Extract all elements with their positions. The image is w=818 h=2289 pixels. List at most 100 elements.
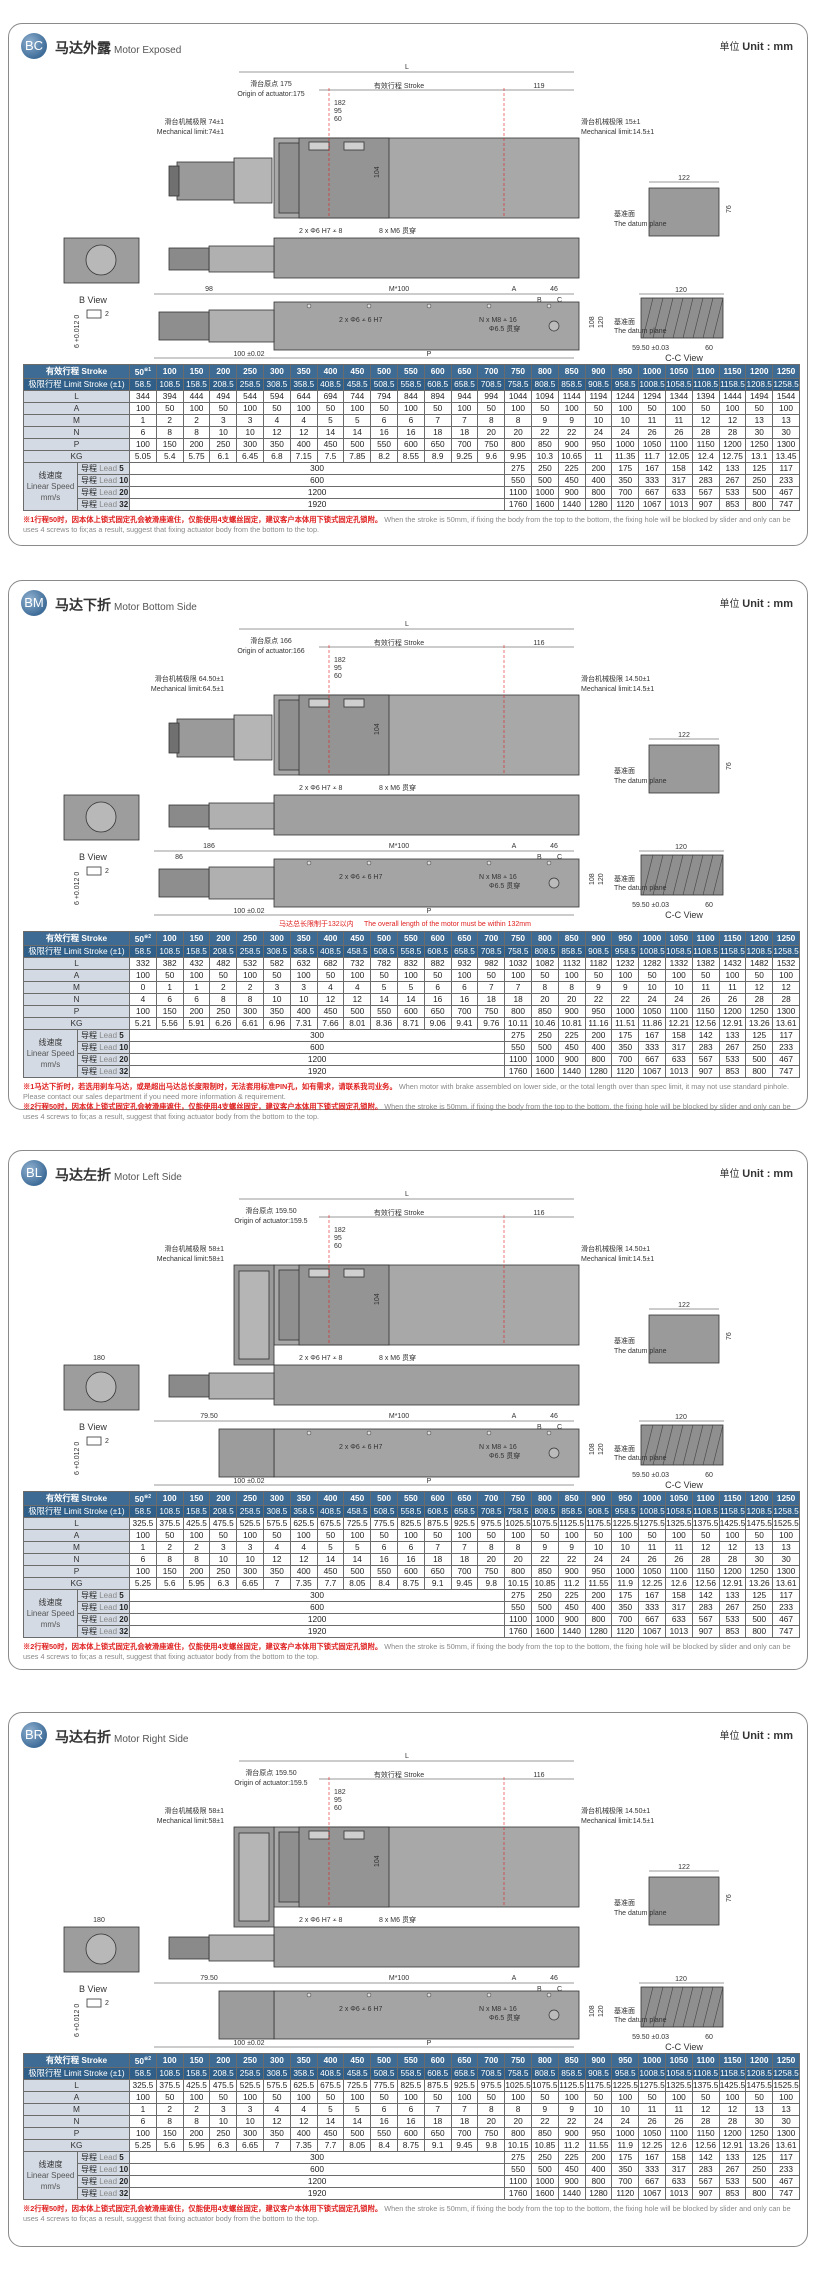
cell-a: 100 <box>557 968 586 982</box>
stroke-cell: 200 <box>209 2053 238 2068</box>
cell-m: 7 <box>450 1540 479 1554</box>
speed-cell: 350 <box>611 473 640 487</box>
cell-p: 250 <box>209 1564 238 1578</box>
speed-cell: 400 <box>584 1040 613 1054</box>
cell-l: 325.5 <box>129 2078 157 2092</box>
end-view-right <box>648 187 720 237</box>
dim-100-label: 100 ±0.02 <box>233 1478 264 1485</box>
stroke-cell: 900 <box>584 364 613 379</box>
lead-en: Lead <box>99 499 118 509</box>
cell-m: 5 <box>316 413 345 427</box>
lead-cn: 导程 <box>81 1054 97 1064</box>
lead-label: 导程 Lead 5 <box>76 1588 131 1602</box>
limit-stroke-cell: 608.5 <box>423 377 452 391</box>
speed-cell: 900 <box>557 485 586 499</box>
mech-limit-right-en: Mechanical limit:14.5±1 <box>581 686 654 693</box>
limit-stroke-cell: 558.5 <box>396 2066 425 2080</box>
speed-cell: 133 <box>718 461 747 475</box>
stroke-cell: 450 <box>343 2053 372 2068</box>
cell-n: 10 <box>236 1552 264 1566</box>
cell-kg: 10.15 <box>504 1576 532 1590</box>
cell-l: 425.5 <box>182 1516 211 1530</box>
cell-kg: 8.55 <box>396 449 425 463</box>
cell-n: 22 <box>530 1552 559 1566</box>
cell-kg: 11.7 <box>638 449 666 463</box>
lead-number: 20 <box>119 2176 129 2186</box>
section-title-en: Motor Bottom Side <box>114 602 197 613</box>
lead-number: 10 <box>119 1602 129 1612</box>
pin-hole <box>548 2009 560 2021</box>
cell-m: 10 <box>638 980 666 994</box>
cell-p: 1250 <box>745 1004 774 1018</box>
cell-p: 200 <box>182 2126 211 2140</box>
lead-label: 导程 Lead 10 <box>76 2162 131 2176</box>
speed-cell: 633 <box>664 1612 693 1626</box>
stroke-value: 1100 <box>696 365 715 376</box>
cell-m: 11 <box>718 980 747 994</box>
linear-speed-cn: 线速度 <box>38 1037 63 1047</box>
dim-2-label: 2 <box>105 2000 109 2007</box>
limit-stroke-cell: 658.5 <box>450 2066 479 2080</box>
cell-a: 100 <box>772 1528 800 1542</box>
stroke-value: 1100 <box>696 1492 715 1503</box>
limit-stroke-cell: 408.5 <box>316 1504 345 1518</box>
cell-m: 2 <box>182 413 211 427</box>
stroke-value: 600 <box>430 2054 445 2065</box>
dim-108-label: 108 <box>589 2005 596 2017</box>
cc-view-label: C-C View <box>665 910 703 920</box>
cell-n: 30 <box>772 425 800 439</box>
speed-cell: 500 <box>745 485 774 499</box>
cell-a: 50 <box>584 968 613 982</box>
stroke-cell: 600 <box>423 2053 452 2068</box>
cell-m: 4 <box>263 2102 291 2116</box>
cell-l: 1175.5 <box>584 1516 613 1530</box>
speed-merged-cell: 600 <box>129 1040 506 1054</box>
motor-body <box>238 1270 270 1360</box>
row-label-m: M <box>22 980 131 994</box>
linear-speed-en: Linear Speed <box>26 481 75 491</box>
dim-stroke-label: 有效行程 Stroke <box>374 1770 424 1779</box>
stroke-cell: 100 <box>155 364 184 379</box>
cell-l: 1494 <box>745 389 774 403</box>
cell-l: 375.5 <box>155 2078 184 2092</box>
cell-a: 50 <box>745 1528 774 1542</box>
limit-stroke-cell: 58.5 <box>129 944 157 958</box>
cell-l: 1544 <box>772 389 800 403</box>
stroke-cell: 500 <box>370 2053 398 2068</box>
speed-merged-cell: 300 <box>129 2150 506 2164</box>
dim-46-label: 46 <box>550 1975 558 1982</box>
cell-p: 950 <box>584 437 613 451</box>
cell-p: 350 <box>263 437 291 451</box>
cell-m: 10 <box>664 980 693 994</box>
speed-cell: 267 <box>718 2162 747 2176</box>
model-code-badge: BR <box>21 1722 47 1748</box>
lead-en: Lead <box>99 475 118 485</box>
stroke-footnote-mark: ※1 <box>144 367 152 373</box>
dim-end-label: 116 <box>533 640 544 647</box>
speed-cell: 1067 <box>638 1624 666 1638</box>
speed-cell: 1013 <box>664 2186 693 2200</box>
limit-stroke-cell: 508.5 <box>370 377 398 391</box>
cell-l: 525.5 <box>236 1516 264 1530</box>
cell-a: 50 <box>370 2090 398 2104</box>
footnote-text-en: When the stroke is 50mm, if fixing the b… <box>23 1641 791 1661</box>
datum-plane-cn: 基准面 <box>614 1898 635 1907</box>
cell-a: 100 <box>450 1528 479 1542</box>
limit-stroke-cell: 608.5 <box>423 1504 452 1518</box>
limit-stroke-cell: 508.5 <box>370 944 398 958</box>
cell-n: 28 <box>718 425 747 439</box>
cell-p: 450 <box>316 1004 345 1018</box>
stroke-cell: 50※2 <box>129 2053 157 2068</box>
cell-a: 100 <box>182 401 211 415</box>
cell-m: 0 <box>129 980 157 994</box>
stroke-value: 1200 <box>750 2054 769 2065</box>
dowel-top-label: 2 x Φ6 H7 ⩡ 8 <box>299 1355 342 1362</box>
speed-cell: 1120 <box>611 1064 640 1078</box>
cell-p: 400 <box>289 1564 318 1578</box>
